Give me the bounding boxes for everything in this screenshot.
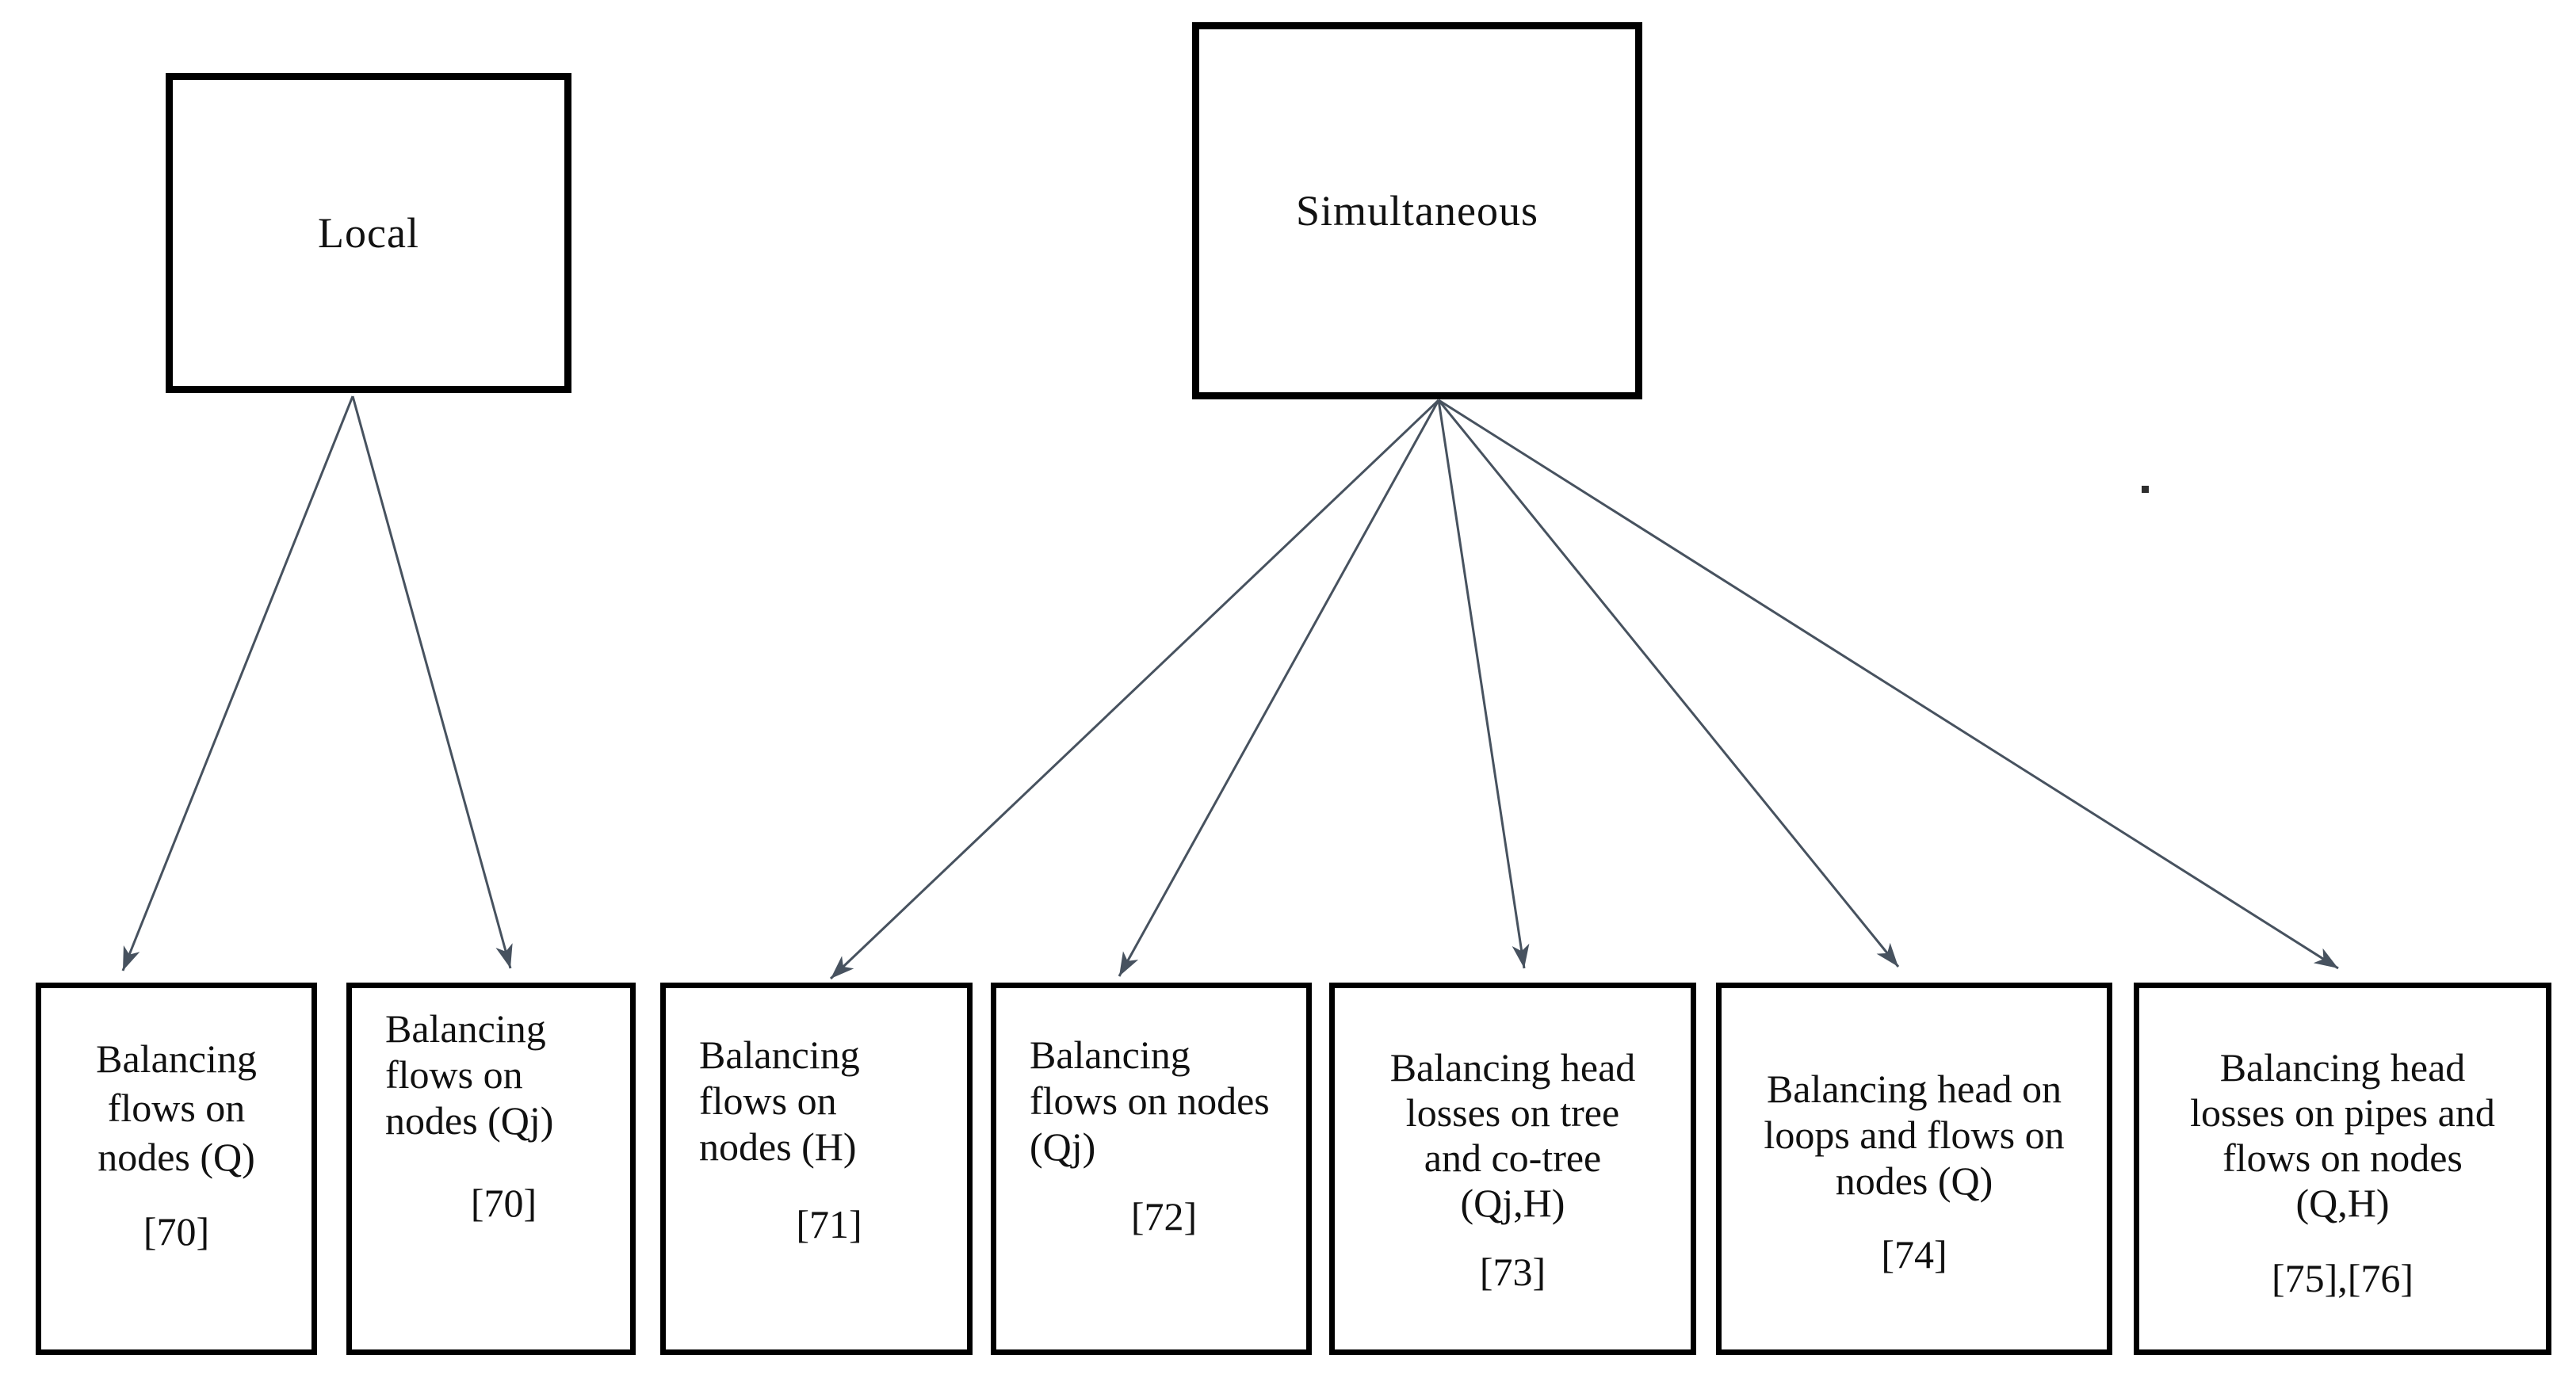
node-text-line: loops and flows on — [1764, 1113, 2065, 1157]
arrow-local-to-nodes-qj — [351, 395, 513, 969]
node-text-line: flows on nodes — [2222, 1136, 2463, 1180]
node-balancing-head-losses-tree-cotree: Balancing head losses on tree and co-tre… — [1329, 983, 1696, 1355]
node-text-line: Balancing head — [2219, 1045, 2466, 1090]
node-balancing-head-losses-pipes-flows-nodes: Balancing head losses on pipes and flows… — [2134, 983, 2551, 1355]
node-balancing-flows-nodes-h: Balancing flows on nodes (H) [71] — [660, 983, 973, 1355]
node-text-line: Balancing head on — [1766, 1067, 2062, 1111]
node-text-line: Balancing head — [1389, 1045, 1636, 1090]
node-text-line: (Qj,H) — [1460, 1181, 1565, 1225]
node-reference: [71] — [796, 1202, 862, 1246]
node-text-line: nodes (Q) — [1835, 1159, 1993, 1203]
node-reference: [73] — [1479, 1250, 1546, 1294]
node-reference: [72] — [1130, 1194, 1198, 1239]
node-text-line: flows on nodes — [1030, 1078, 1270, 1123]
node-local-label: Local — [318, 209, 419, 257]
node-reference: [70] — [470, 1181, 537, 1225]
stray-dot-mark — [2142, 486, 2149, 493]
node-text-line: losses on tree — [1405, 1090, 1620, 1135]
node-simultaneous: Simultaneous — [1192, 22, 1642, 399]
node-text-line: (Qj) — [1030, 1124, 1096, 1169]
node-text-line: Balancing — [699, 1033, 860, 1077]
node-text-line: flows on — [385, 1052, 523, 1097]
arrow-simultaneous-to-loops — [1437, 399, 1900, 968]
node-local: Local — [166, 73, 571, 393]
arrow-simultaneous-to-pipes — [1438, 399, 2339, 970]
node-balancing-head-loops-flows-nodes: Balancing head on loops and flows on nod… — [1716, 983, 2112, 1355]
node-text-line: nodes (H) — [699, 1124, 857, 1169]
node-text-line: Balancing — [96, 1036, 257, 1081]
arrow-local-to-nodes-q — [121, 395, 354, 971]
node-text-line: Balancing — [1030, 1033, 1191, 1077]
node-text-line: and co-tree — [1424, 1136, 1602, 1180]
node-reference: [74] — [1881, 1232, 1947, 1277]
node-balancing-flows-nodes-qj-simultaneous: Balancing flows on nodes (Qj) [72] — [991, 983, 1312, 1355]
arrow-simultaneous-to-tree-cotree — [1437, 399, 1530, 969]
node-text-line: (Q,H) — [2295, 1181, 2390, 1225]
node-text-line: nodes (Q) — [97, 1135, 255, 1179]
node-text-line: nodes (Qj) — [385, 1098, 554, 1143]
node-text-line: flows on — [699, 1078, 837, 1123]
node-reference: [70] — [143, 1209, 210, 1254]
node-reference: [75],[76] — [2271, 1256, 2414, 1300]
node-text-line: losses on pipes and — [2190, 1090, 2495, 1135]
node-simultaneous-label: Simultaneous — [1296, 187, 1538, 235]
node-text-line: Balancing — [385, 1006, 546, 1051]
node-text-line: flows on — [107, 1086, 246, 1130]
node-balancing-flows-nodes-qj-local: Balancing flows on nodes (Qj) [70] — [346, 983, 636, 1355]
arrow-simultaneous-to-nodes-h — [829, 399, 1440, 980]
arrow-simultaneous-to-nodes-qj — [1118, 399, 1440, 977]
node-balancing-flows-nodes-q: Balancing flows on nodes (Q) [70] — [36, 983, 317, 1355]
